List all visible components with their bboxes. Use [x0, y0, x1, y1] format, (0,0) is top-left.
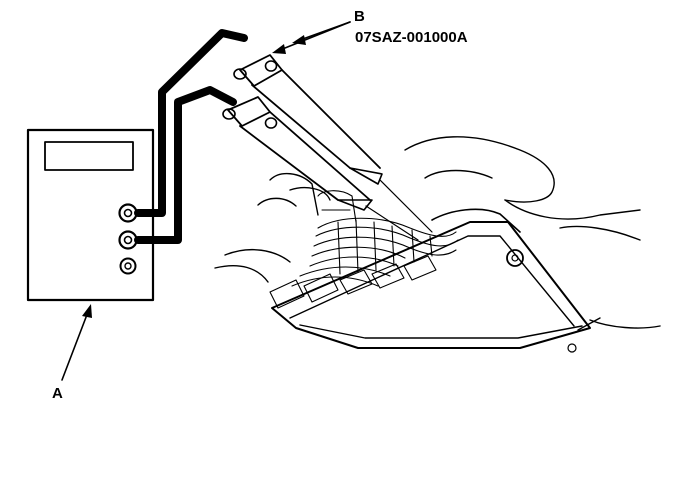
wiring-harness — [269, 190, 459, 309]
meter-icon — [26, 128, 155, 302]
part-number-label: 07SAZ-001000A — [355, 29, 468, 46]
hands — [214, 136, 661, 329]
test-leads — [134, 29, 248, 244]
leader-arrows — [61, 21, 351, 381]
callout-label-b: B — [354, 8, 365, 25]
callout-label-a: A — [52, 385, 63, 402]
arrowheads — [82, 35, 306, 318]
test-probe-icon — [222, 54, 433, 241]
ecu-connector-icon — [271, 208, 601, 353]
